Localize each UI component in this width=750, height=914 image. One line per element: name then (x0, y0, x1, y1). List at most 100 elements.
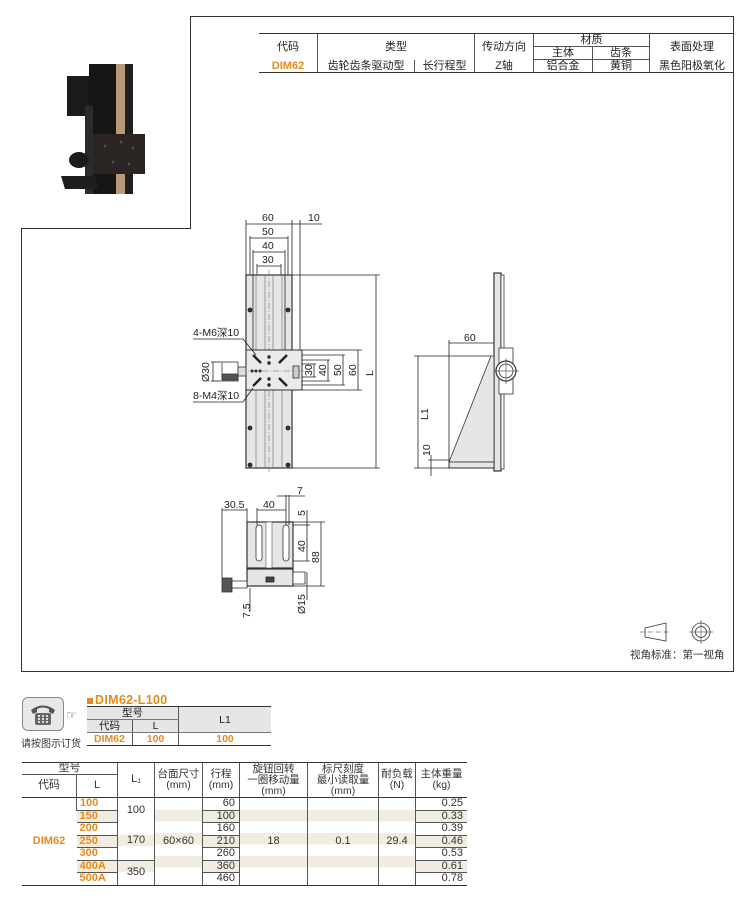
header-drive-direction: 传动方向 (474, 33, 534, 60)
row-L: 200 (76, 822, 118, 836)
dim-30: 30 (262, 254, 274, 266)
spec-material-body: 铝合金 (533, 59, 593, 73)
main-header-weight: 主体重量(kg) (415, 762, 467, 798)
bottom-dim-30-5: 30.5 (224, 499, 245, 511)
dim-r50: 50 (332, 364, 344, 376)
dim-60: 60 (262, 212, 274, 224)
row-stroke: 100 (202, 810, 240, 823)
spec-code: DIM62 (259, 59, 318, 73)
main-code: DIM62 (22, 797, 77, 886)
row-weight: 0.46 (415, 835, 467, 848)
product-photo-image (61, 64, 145, 194)
order-code: DIM62 (87, 732, 133, 746)
main-knob-travel: 18 (239, 797, 308, 886)
row-weight: 0.53 (415, 847, 467, 861)
bottom-dim-5: 5 (296, 510, 308, 516)
order-header-L1: L1 (178, 706, 271, 733)
dim-50: 50 (262, 226, 274, 238)
main-header-code: 代码 (22, 774, 77, 798)
order-header-L: L (132, 719, 179, 733)
header-material-rack: 齿条 (592, 46, 650, 60)
row-weight: 0.78 (415, 872, 467, 886)
main-load: 29.4 (378, 797, 416, 886)
row-stroke: 160 (202, 822, 240, 836)
row-weight: 0.61 (415, 860, 467, 873)
order-L: 100 (132, 732, 179, 746)
spec-drive-direction: Z轴 (474, 59, 534, 73)
row-stroke: 460 (202, 872, 240, 886)
row-stroke: 60 (202, 797, 240, 811)
dim-dia30: Ø30 (200, 362, 212, 382)
row-L: 100 (76, 797, 118, 811)
order-example-table: 型号 L1 代码 L DIM62 100 100 (87, 706, 271, 746)
product-photo (21, 16, 191, 229)
callout-m4: 8-M4深10 (193, 390, 239, 402)
row-L1: 170 (117, 822, 155, 860)
spec-surface: 黑色阳极氧化 (649, 59, 734, 73)
side-dim-60: 60 (464, 332, 476, 344)
dim-L: L (364, 370, 376, 376)
order-instruction-label: 请按图示订货 (21, 739, 81, 750)
order-L1: 100 (178, 732, 271, 746)
row-stroke: 360 (202, 860, 240, 873)
main-header-model: 型号 (22, 762, 118, 775)
spec-material-rack: 黄铜 (592, 59, 650, 73)
dim-r60: 60 (347, 364, 359, 376)
row-stroke: 260 (202, 847, 240, 861)
row-L: 250 (76, 835, 118, 848)
bottom-dim-7-5: 7.5 (241, 603, 253, 618)
header-material: 材质 (533, 33, 650, 47)
bottom-dim-40: 40 (263, 499, 275, 511)
technical-drawing: 60 50 40 30 10 30 40 50 60 L Ø30 4-M6深10… (193, 212, 713, 644)
order-title-text: DIM62-L100 (95, 693, 168, 707)
main-header-L1: L₁ (117, 762, 155, 798)
main-header-L: L (76, 774, 118, 798)
order-header-model: 型号 (87, 706, 179, 720)
header-code: 代码 (259, 33, 318, 60)
bottom-dim-dia15: Ø15 (296, 594, 308, 614)
phone-order-icon (22, 697, 64, 731)
bullet-square-icon (87, 697, 93, 704)
row-L1: 350 (117, 859, 155, 886)
dimension-table: 型号 L₁ 台面尺寸(mm) 行程(mm) 旋钮回转一圈移动量(mm) 标尺刻度… (22, 762, 467, 886)
row-L: 500A (76, 872, 118, 886)
side-dim-L1: L1 (419, 408, 431, 420)
first-angle-symbol (640, 620, 713, 644)
pointing-hand-icon: ☞ (66, 708, 77, 722)
bottom-dim-40v: 40 (296, 540, 308, 552)
bottom-view: 30.5 40 7 5 40 88 Ø15 7.5 (221, 485, 325, 618)
dim-40: 40 (262, 240, 274, 252)
dim-r30: 30 (303, 364, 315, 376)
main-table-size: 60×60 (154, 797, 203, 886)
main-header-load: 耐负载(N) (378, 762, 416, 798)
row-L: 300 (76, 847, 118, 861)
spec-type1: 齿轮齿条驱动型 (316, 59, 416, 73)
row-stroke: 210 (202, 835, 240, 848)
front-view: 60 50 40 30 10 30 40 50 60 L Ø30 4-M6深10… (193, 212, 380, 472)
main-header-knob-travel: 旋钮回转一圈移动量(mm) (239, 762, 308, 798)
header-surface: 表面处理 (649, 33, 734, 60)
row-L: 150 (76, 810, 118, 823)
side-dim-10: 10 (421, 444, 433, 456)
row-L: 400A (76, 860, 118, 873)
order-header-code: 代码 (87, 719, 133, 733)
row-weight: 0.25 (415, 797, 467, 811)
side-view: 60 L1 10 (414, 272, 519, 476)
view-standard-label: 视角标准：第一视角 (630, 649, 725, 661)
main-header-stroke: 行程(mm) (202, 762, 240, 798)
order-example-title: DIM62-L100 (87, 693, 167, 707)
callout-m6: 4-M6深10 (193, 327, 239, 339)
main-header-scale: 标尺刻度最小读取量(mm) (307, 762, 379, 798)
row-weight: 0.33 (415, 810, 467, 823)
drawing-frame (21, 16, 734, 672)
spec-type2: 长行程型 (414, 59, 475, 73)
main-header-table-size: 台面尺寸(mm) (154, 762, 203, 798)
spec-table: 代码 类型 传动方向 材质 表面处理 主体 齿条 DIM62 齿轮齿条驱动型 长… (259, 33, 734, 73)
dim-r40: 40 (317, 364, 329, 376)
row-L1: 100 (117, 797, 155, 823)
dim-10: 10 (308, 212, 320, 224)
bottom-dim-88: 88 (310, 551, 322, 563)
header-type: 类型 (317, 33, 475, 60)
header-material-body: 主体 (533, 46, 593, 60)
main-scale-min: 0.1 (307, 797, 379, 886)
